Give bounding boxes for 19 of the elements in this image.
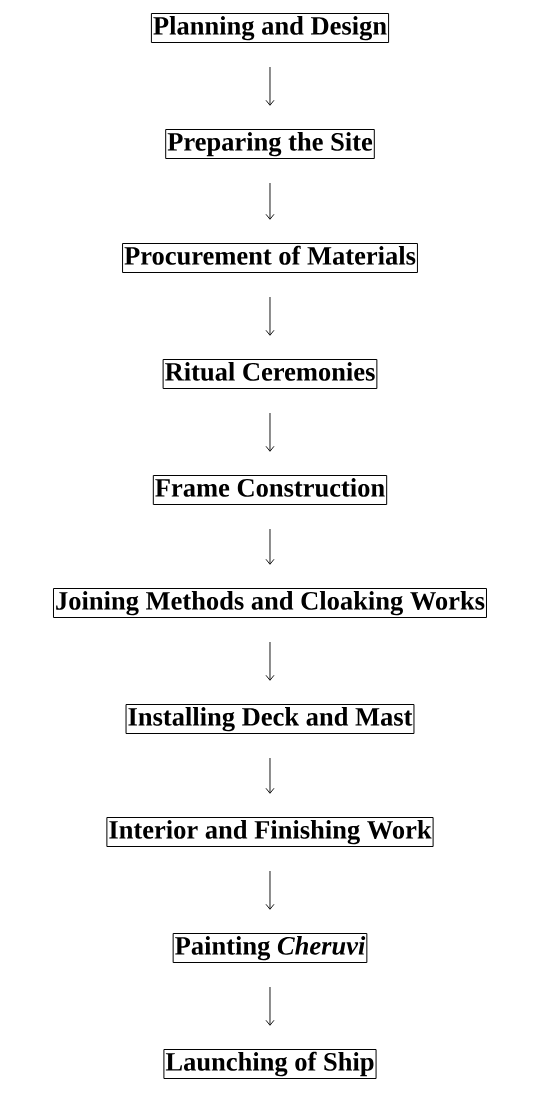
process-box: Ritual Ceremonies (162, 359, 378, 389)
process-box: Painting Cheruvi (172, 933, 368, 963)
process-box: Installing Deck and Mast (125, 704, 415, 734)
process-box: Frame Construction (152, 475, 388, 505)
arrow (265, 66, 275, 106)
arrow (265, 528, 275, 565)
process-box: Joining Methods and Cloaking Works (53, 588, 487, 618)
arrow (265, 296, 275, 336)
process-box: Launching of Ship (163, 1049, 377, 1079)
arrow (265, 412, 275, 452)
arrow (265, 870, 275, 910)
arrow (265, 182, 275, 220)
arrow (265, 986, 275, 1026)
arrow (265, 641, 275, 681)
arrow (265, 757, 275, 794)
process-box: Preparing the Site (165, 129, 375, 159)
process-box: Procurement of Materials (122, 243, 418, 273)
process-box: Planning and Design (150, 13, 390, 43)
process-box: Interior and Finishing Work (106, 817, 434, 847)
